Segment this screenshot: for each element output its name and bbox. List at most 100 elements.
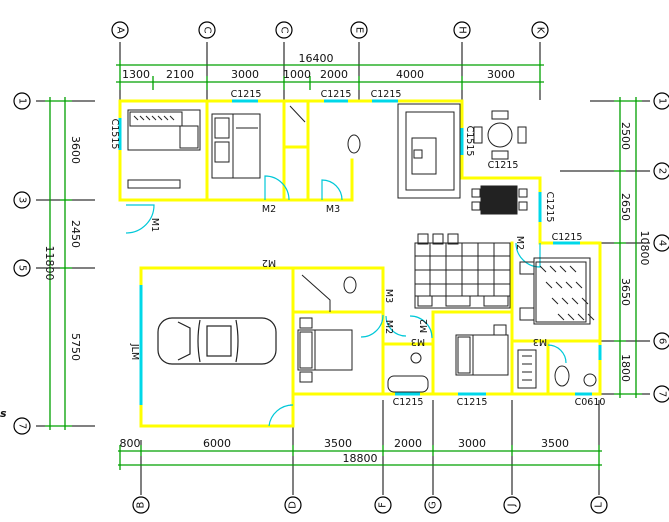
bed-lower-left [297,317,353,383]
axis-bubble-circle [531,21,549,39]
label-c1215: C1215 [393,397,424,408]
dim-left-seg-3: 5750 [69,333,82,361]
axis-bubble-circle [590,496,608,514]
axis-bubble-label: L [594,502,605,508]
toilet-middle [343,276,357,294]
dim-top-seg-4: 1000 [283,68,311,81]
bathroom-lower [387,352,429,393]
axis-bubble-label: C [279,27,290,34]
axis-bubble-circle [350,21,368,39]
axis-bubble-label: 5 [17,265,28,271]
axis-bubble-circle [284,496,302,514]
axis-bubble-label: 2 [657,168,668,174]
dim-bottom-seg-3: 3500 [324,437,352,450]
master-bath [517,349,597,389]
label-c1515-left: C1515 [109,119,120,150]
label-m2: M2 [383,320,394,334]
master-bed [519,257,595,325]
dim-top-seg-3: 3000 [231,68,259,81]
axis-bubble-label: B [136,501,147,508]
dim-bottom-total: 18800 [343,452,378,465]
dim-right-seg-3: 3650 [619,278,632,306]
axis-bubble-circle [132,496,150,514]
dim-top-seg-6: 4000 [396,68,424,81]
toilet-top [347,134,361,154]
axis-bubble-label: H [457,26,468,34]
dim-top-seg-2: 2100 [166,68,194,81]
label-jlm: JLM [129,343,140,360]
axis-bubble-circle [13,191,31,209]
dim-top-seg-7: 3000 [487,68,515,81]
axis-bubble-circle [374,496,392,514]
dim-bottom-seg-2: 6000 [203,437,231,450]
axis-bubble-circle [653,385,669,403]
dim-right-total: 10800 [638,231,651,266]
kitchen-grid [414,233,511,309]
axis-bubble-circle [13,259,31,277]
dimension-lines [45,60,642,470]
label-m3: M3 [533,336,547,347]
axis-bubble-circle [111,21,129,39]
axis-bubble-circle [653,162,669,180]
opening-labels: C1215 C1215 C1215 C1215 C1215 C1215 C121… [0,89,605,420]
round-table [473,110,527,160]
axis-bubble-label: D [288,501,299,509]
axis-bubble-circle [13,92,31,110]
axis-bubble-label: 6 [657,338,668,344]
doors [125,175,567,427]
label-c0610: C0610 [575,397,606,408]
axis-bubble-label: C [202,27,213,34]
label-c1215: C1215 [488,160,519,171]
dim-right-seg-1: 2500 [619,122,632,150]
label-m3: M3 [326,204,340,215]
axis-bubble-label: 4 [657,240,668,246]
label-m3: M3 [383,289,394,303]
dim-right-seg-2: 2650 [619,193,632,221]
dim-left-total: 11800 [43,246,56,281]
axis-bubble-label: E [354,27,365,33]
axis-bubble-circle [653,234,669,252]
axis-bubble-circle [275,21,293,39]
label-c1215: C1215 [231,89,262,100]
dim-left-seg-1: 3600 [69,136,82,164]
sofa-set [397,103,461,199]
label-m2: M2 [514,236,525,250]
axis-bubble-circle [653,92,669,110]
dim-top-seg-1: 1300 [122,68,150,81]
axis-bubble-circle [653,332,669,350]
dim-top-seg-5: 2000 [320,68,348,81]
dim-bottom-seg-1: 800 [120,437,141,450]
axis-bubble-label: A [115,27,126,34]
label-m1: M1 [149,218,160,232]
dim-bottom-seg-5: 3000 [458,437,486,450]
dim-top-total: 16400 [299,52,334,65]
axis-bubble-label: J [507,504,518,508]
label-c1215: C1215 [552,232,583,243]
dining-table [471,185,528,215]
label-m2: M2 [262,257,276,268]
axis-bubble-label: F [378,502,389,508]
axis-bubble-circle [503,496,521,514]
label-c1215: C1215 [457,397,488,408]
label-m3: M3 [411,336,425,347]
label-c1215: C1215 [371,89,402,100]
dim-bottom-seg-6: 3500 [541,437,569,450]
dim-right-seg-4: 1800 [619,354,632,382]
furniture [127,103,597,393]
car [157,317,277,365]
axis-bubble-circle [198,21,216,39]
kitchen-counter [127,109,201,189]
label-c1515-mid: C1515 [464,126,475,157]
axis-bubble-circle [13,417,31,435]
label-m2: M2 [262,204,276,215]
axis-bubble-label: 1 [657,98,668,104]
axis-bubble-label: K [535,27,546,34]
axis-bubble-circle [424,496,442,514]
bed-lower-right [455,324,509,376]
label-m2: M2 [419,319,430,333]
axis-bubble-label: 3 [17,197,28,203]
dimension-texts: 16400 1300 2100 3000 1000 2000 4000 3000… [43,52,651,465]
